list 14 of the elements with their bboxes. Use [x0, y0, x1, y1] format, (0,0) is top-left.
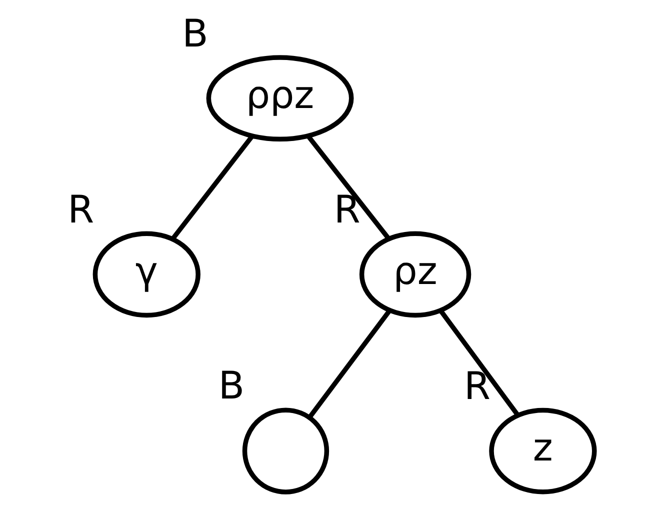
node-label: R — [68, 188, 94, 232]
node-label: B — [182, 11, 208, 56]
node-ellipse: ρρz — [206, 55, 354, 142]
connector — [308, 309, 392, 419]
connector — [306, 134, 391, 240]
node-ellipse: z — [489, 408, 597, 494]
connector — [170, 134, 254, 241]
connector — [438, 309, 520, 416]
node-label: B — [218, 364, 244, 408]
node-label: R — [334, 188, 360, 232]
node-ellipse: ρz — [359, 231, 472, 318]
node-label: R — [464, 364, 490, 408]
node-circle — [242, 408, 330, 494]
node-ellipse: γ — [92, 231, 200, 318]
